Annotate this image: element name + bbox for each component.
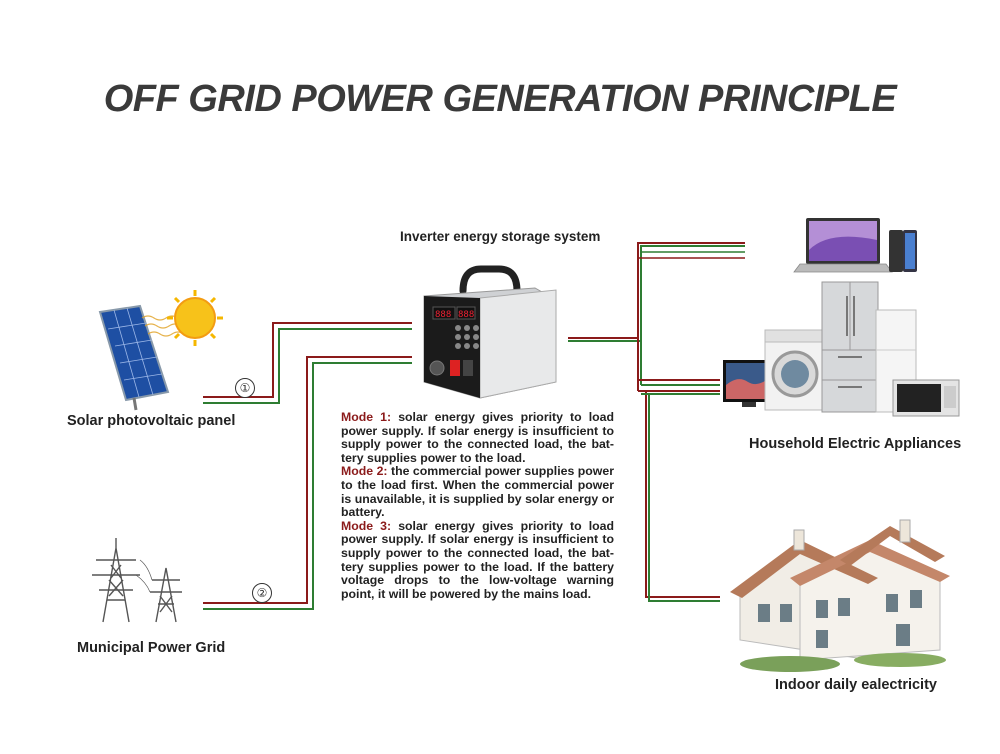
power-tower-icon (92, 538, 182, 623)
mode-3: Mode 3: solar energy gives priority to l… (341, 518, 614, 602)
mode-1: Mode 1: solar energy gives priority to l… (341, 410, 614, 465)
mode-2: Mode 2: the commercial power supplies po… (341, 465, 614, 519)
inverter-device-icon: 888 888 (423, 265, 557, 399)
solar-label: Solar photovoltaic panel (67, 413, 236, 429)
sun-icon (167, 290, 223, 346)
mode-1-key: Mode 1: (341, 410, 392, 424)
page-title: OFF GRID POWER GENERATION PRINCIPLE (103, 78, 897, 120)
grid-label: Municipal Power Grid (77, 640, 226, 656)
appliances-label: Household Electric Appliances (749, 436, 962, 452)
mode-marker-2: ② (252, 583, 272, 603)
wire-inverter-to-loads (568, 242, 745, 602)
phone-icon (889, 230, 917, 272)
house-icon (730, 519, 950, 672)
mode-3-text: solar energy gives priority to load powe… (341, 518, 614, 601)
mode-3-key: Mode 3: (341, 518, 392, 533)
indoor-label: Indoor daily ealectricity (775, 677, 937, 693)
mode-2-text: the commercial power supplies power to t… (341, 464, 614, 520)
wire-grid-to-inverter (203, 356, 412, 610)
mode-marker-1: ① (235, 378, 255, 398)
mode-2-key: Mode 2: (341, 464, 388, 479)
device-readout-2: 888 (458, 310, 474, 320)
wire-solar-to-inverter (203, 322, 412, 404)
mode-descriptions: Mode 1: solar energy gives priority to l… (341, 410, 614, 602)
solar-panel-icon (98, 304, 185, 411)
inverter-label: Inverter energy storage system (400, 229, 601, 244)
laptop-icon (793, 218, 893, 273)
refrigerator-icon (821, 281, 879, 413)
mode-1-text: solar energy gives priority to load powe… (341, 410, 614, 465)
device-readout-1: 888 (435, 310, 451, 320)
washing-machine-icon (764, 329, 826, 411)
microwave-icon (892, 379, 960, 417)
